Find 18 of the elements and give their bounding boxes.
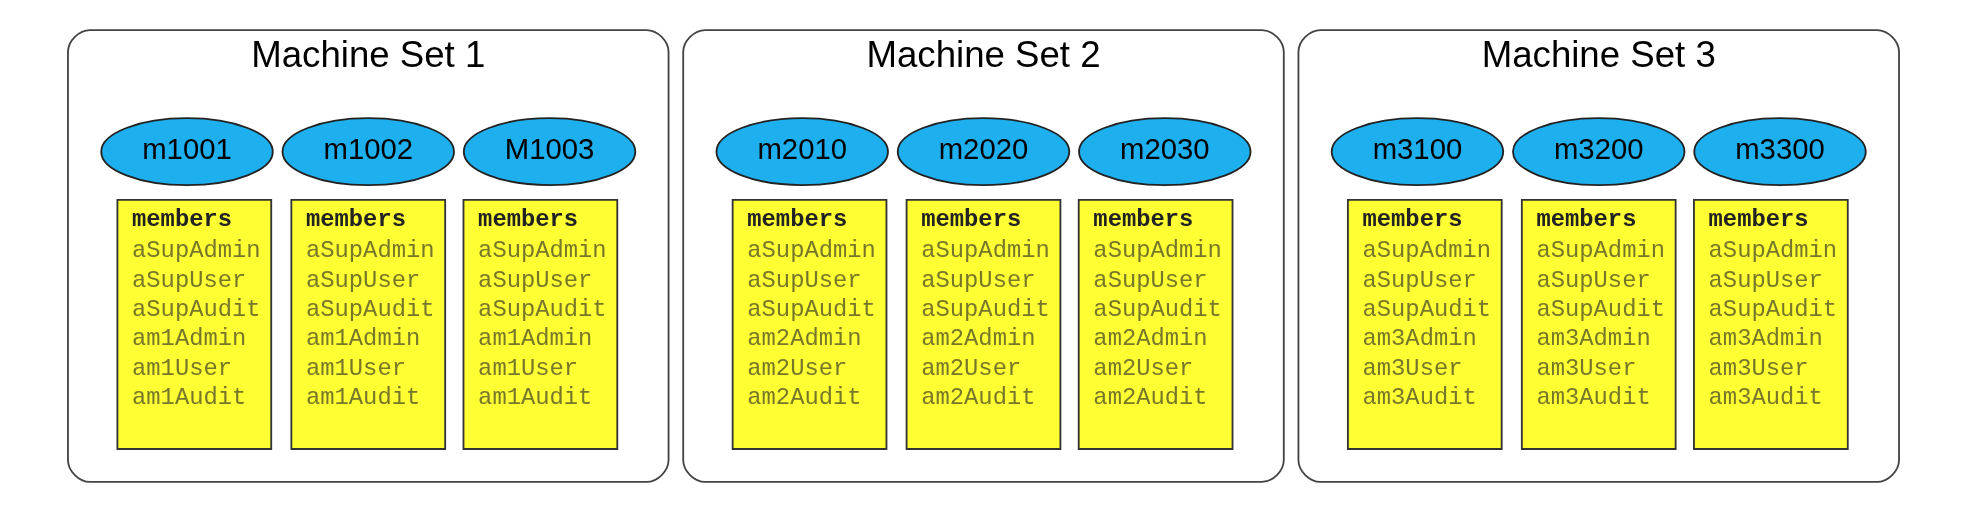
node-ellipse: m1001 xyxy=(99,117,274,186)
node-ellipse: m3100 xyxy=(1330,117,1504,186)
node-ellipse: m3200 xyxy=(1511,117,1685,186)
node-ellipse: m2030 xyxy=(1077,117,1251,186)
node-ellipse: m2010 xyxy=(715,117,889,186)
node-box: members aSupAdmin aSupUser aSupAudit am1Admin am1User am1Audit xyxy=(462,199,618,450)
node-box: members aSupAdmin aSupUser aSupAudit am3Admin am3User am3Audit xyxy=(1346,199,1503,450)
node-ellipse: m1002 xyxy=(281,117,455,186)
node-ellipse: m3300 xyxy=(1692,117,1867,186)
node-ellipse: m2020 xyxy=(896,117,1070,186)
node-box: members aSupAdmin aSupUser aSupAudit am2Admin am2User am2Audit xyxy=(1077,199,1233,450)
node-box: members aSupAdmin aSupUser aSupAudit am1Admin am1User am1Audit xyxy=(116,199,272,450)
node-ellipse: M1003 xyxy=(462,117,636,186)
node-box: members aSupAdmin aSupUser aSupAudit am3Admin am3User am3Audit xyxy=(1692,199,1849,450)
node-box: members aSupAdmin aSupUser aSupAudit am1Admin am1User am1Audit xyxy=(289,199,446,450)
node-box: members aSupAdmin aSupUser aSupAudit am2Admin am2User am2Audit xyxy=(905,199,1061,450)
node-box: members aSupAdmin aSupUser aSupAudit am3Admin am3User am3Audit xyxy=(1520,199,1677,450)
node-box: members aSupAdmin aSupUser aSupAudit am2Admin am2User am2Audit xyxy=(731,199,887,450)
